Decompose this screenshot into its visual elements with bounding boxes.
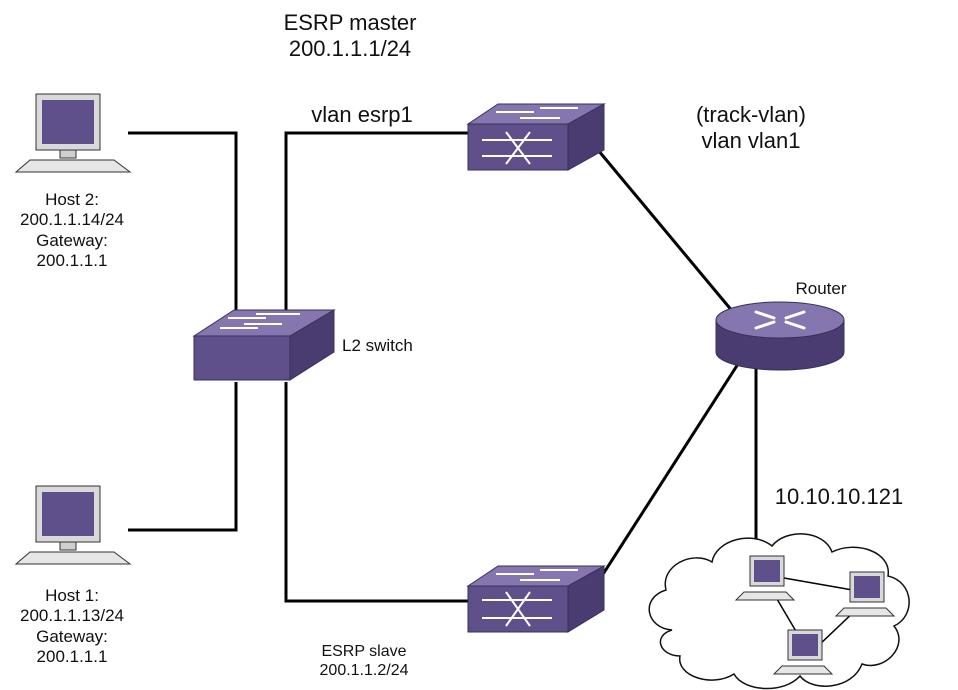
master-ip: 200.1.1.1/24 (288, 36, 412, 62)
cloud-computer-icon (734, 555, 796, 601)
host1-name: Host 1: (45, 586, 99, 605)
link-l2switch-slave (284, 382, 470, 603)
host1-label: Host 1: 200.1.1.13/24 Gateway: 200.1.1.1 (4, 586, 140, 668)
link-host1-l2switch (128, 382, 238, 532)
l2-switch-label: L2 switch (342, 336, 413, 355)
link-slave-router (596, 363, 740, 583)
host2-label: Host 2: 200.1.1.14/24 Gateway: 200.1.1.1 (4, 190, 140, 272)
slave-title: ESRP slave (321, 643, 407, 660)
cloud-computer-icon (834, 571, 896, 617)
host1-gateway-label: Gateway: (36, 626, 108, 646)
link-master-router (596, 149, 740, 319)
host2-computer-icon (14, 93, 132, 173)
l2-switch-icon (192, 309, 336, 381)
track-vlan-label: (track-vlan) vlan vlan1 (676, 102, 826, 155)
host1-gateway: 200.1.1.1 (36, 647, 108, 667)
host2-gateway: 200.1.1.1 (36, 251, 108, 271)
track-line1: (track-vlan) (695, 102, 806, 127)
link-l2switch-master (284, 131, 470, 316)
link-host2-l2switch (128, 131, 238, 316)
master-label: ESRP master 200.1.1.1/24 (260, 10, 440, 63)
master-title: ESRP master (283, 10, 417, 35)
network-cloud-icon (648, 533, 910, 690)
track-line2: vlan vlan1 (701, 128, 801, 154)
network-ip-label: 10.10.10.121 (774, 484, 904, 509)
host1-ip: 200.1.1.13/24 (20, 606, 124, 626)
router-icon (715, 301, 845, 371)
host2-name: Host 2: (45, 190, 99, 209)
cloud-computer-icon (772, 629, 834, 675)
connections (128, 131, 758, 603)
host2-gateway-label: Gateway: (36, 230, 108, 250)
slave-switch-icon (466, 565, 606, 633)
host1-computer-icon (14, 485, 132, 565)
master-vlan-label: vlan esrp1 (311, 102, 413, 127)
master-switch-icon (466, 103, 606, 171)
router-label: Router (795, 279, 847, 298)
slave-ip: 200.1.1.2/24 (319, 662, 409, 680)
host2-ip: 200.1.1.14/24 (20, 210, 124, 230)
slave-label: ESRP slave 200.1.1.2/24 (296, 642, 432, 680)
